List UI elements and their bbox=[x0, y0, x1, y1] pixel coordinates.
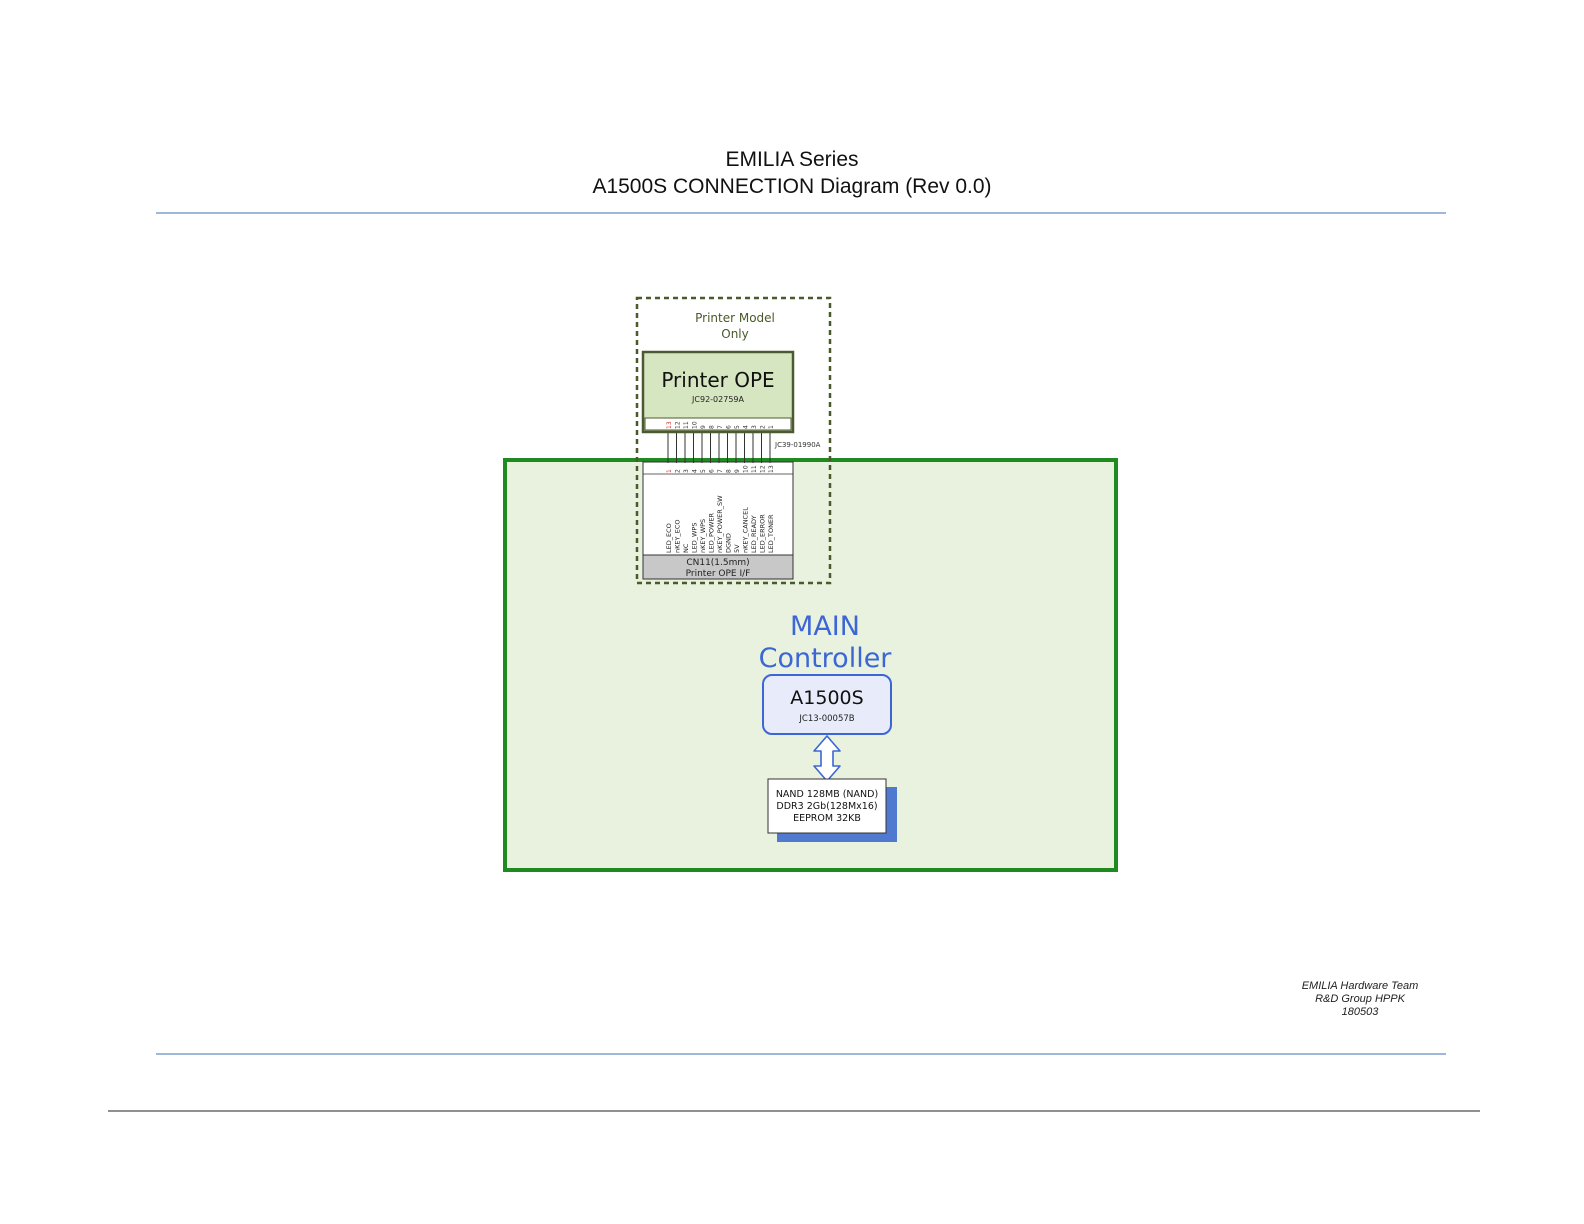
cn11-signal-label: LED_WPS bbox=[691, 523, 699, 553]
footer-date: 180503 bbox=[1341, 1006, 1379, 1018]
cn11-signal-label: nKEY_CANCEL bbox=[742, 507, 750, 553]
footer-group: R&D Group HPPK bbox=[1315, 993, 1405, 1005]
ope-pin-number: 11 bbox=[683, 421, 690, 429]
ope-pin-number: 5 bbox=[734, 425, 741, 429]
cn11-signal-label: LED_ECO bbox=[665, 523, 673, 553]
printer-model-note-line2: Only bbox=[721, 327, 749, 341]
a1500s-chip-name: A1500S bbox=[790, 687, 863, 709]
ope-pin-number: 4 bbox=[743, 425, 750, 429]
cn11-pin-number: 5 bbox=[700, 469, 707, 473]
cn11-pin-number: 1 bbox=[666, 469, 673, 473]
cn11-pin-number: 3 bbox=[683, 469, 690, 473]
cn11-pin-number: 2 bbox=[675, 469, 682, 473]
printer-ope-name: Printer OPE bbox=[661, 368, 774, 392]
ope-pin-number: 12 bbox=[675, 421, 682, 429]
ope-pin-number: 3 bbox=[751, 425, 758, 429]
cn11-signal-label: 5V bbox=[733, 544, 741, 553]
memory-eeprom: EEPROM 32KB bbox=[793, 813, 861, 824]
printer-model-only-frame bbox=[635, 296, 832, 585]
ope-pin-number: 1 bbox=[768, 425, 775, 429]
ope-pin-number: 7 bbox=[717, 425, 724, 429]
cn11-pin-number: 9 bbox=[734, 469, 741, 473]
main-label-line1: MAIN bbox=[790, 611, 860, 642]
cn11-pin-number: 7 bbox=[717, 469, 724, 473]
ope-cable-wires bbox=[667, 430, 771, 463]
printer-model-note-line1: Printer Model bbox=[695, 311, 775, 325]
memory-ddr3: DDR3 2Gb(128Mx16) bbox=[776, 801, 877, 812]
cn11-signal-label: nKEY_POWER_SW bbox=[716, 495, 724, 553]
footer-team: EMILIA Hardware Team bbox=[1301, 980, 1419, 992]
ope-pin-number: 9 bbox=[700, 425, 707, 429]
ope-pin-number: 6 bbox=[726, 425, 733, 429]
cn11-description: Printer OPE I/F bbox=[686, 569, 751, 579]
cn11-signal-label: LED_TONER bbox=[767, 514, 775, 553]
printer-ope-pin-strip bbox=[644, 417, 792, 431]
diagram-title: A1500S CONNECTION Diagram (Rev 0.0) bbox=[592, 175, 992, 198]
a1500s-chip bbox=[762, 674, 892, 735]
cn11-signal-label: nKEY_ECO bbox=[674, 520, 682, 553]
cn11-signal-label: LED_READY bbox=[750, 515, 758, 553]
ope-pin-number: 2 bbox=[760, 425, 767, 429]
cn11-signal-label: nKEY_WPS bbox=[699, 519, 707, 553]
main-label-line2: Controller bbox=[759, 643, 893, 674]
cable-part-number: JC39-01990A bbox=[774, 441, 821, 449]
footer-credit: EMILIA Hardware Team R&D Group HPPK 1805… bbox=[1290, 980, 1430, 1019]
cn11-signal-label: NC bbox=[682, 543, 690, 553]
cn11-pin-number: 8 bbox=[726, 469, 733, 473]
cn11-label-band bbox=[642, 554, 794, 580]
cn11-pin-number: 10 bbox=[743, 465, 750, 473]
cn11-signal-label: DGND bbox=[725, 533, 733, 553]
cn11-signal-label: LED_POWER bbox=[708, 512, 716, 553]
memory-block bbox=[767, 778, 887, 834]
a1500s-chip-part: JC13-00057B bbox=[798, 714, 854, 724]
diagram-series-title: EMILIA Series bbox=[725, 148, 859, 171]
cn11-pin-number: 11 bbox=[751, 465, 758, 473]
cn11-pin-number: 6 bbox=[709, 469, 716, 473]
memory-nand: NAND 128MB (NAND) bbox=[776, 789, 878, 800]
cn11-name: CN11(1.5mm) bbox=[686, 558, 749, 568]
ope-pin-number: 13 bbox=[666, 421, 673, 429]
cn11-signal-label: LED_ERROR bbox=[759, 514, 767, 553]
cn11-pin-number: 12 bbox=[760, 465, 767, 473]
ope-pin-number: 10 bbox=[692, 421, 699, 429]
cn11-pin-number: 13 bbox=[768, 465, 775, 473]
ope-pin-number: 8 bbox=[709, 425, 716, 429]
cn11-pin-number: 4 bbox=[692, 469, 699, 473]
printer-ope-part: JC92-02759A bbox=[691, 395, 744, 404]
